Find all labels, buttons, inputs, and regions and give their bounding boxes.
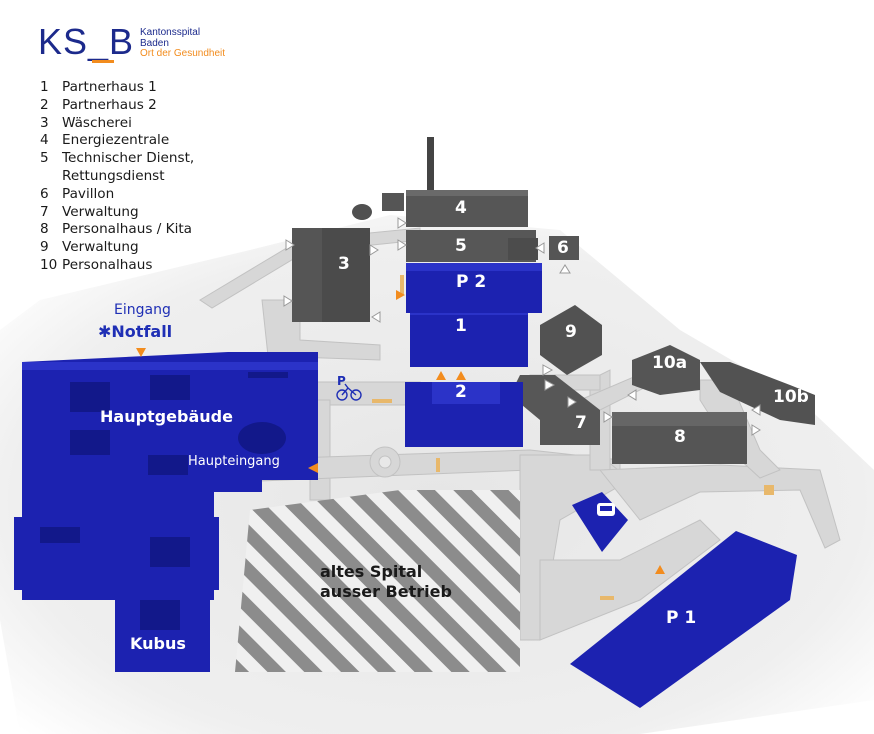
emergency-notfall-label: ✱Notfall [98, 322, 173, 341]
building-10b [700, 362, 815, 425]
building-4-label: 4 [455, 198, 467, 218]
small-building-left [382, 193, 404, 211]
bike-icon [336, 383, 362, 401]
grey-buildings [292, 137, 815, 464]
parking-p2-label: P 2 [456, 272, 487, 292]
crosswalks [372, 275, 774, 600]
building-6-label: 6 [557, 238, 569, 258]
building-5-label: 5 [455, 236, 467, 256]
logo-text: Kantonsspital Baden Ort der Gesundheit [140, 27, 226, 60]
blue-buildings [14, 263, 797, 708]
logo-tagline: Ort der Gesundheit [140, 48, 226, 59]
building-2-label: 2 [455, 382, 467, 402]
logo-line1: Kantonsspital [140, 27, 201, 38]
old-hospital-area [235, 490, 520, 672]
building-1 [410, 305, 528, 367]
building-8-label: 8 [674, 427, 686, 447]
kubus-label: Kubus [130, 634, 186, 653]
logo-underline [92, 60, 114, 63]
building-3-label: 3 [338, 254, 350, 274]
parking-p2 [406, 263, 542, 313]
old-hospital-label-1: altes Spital [320, 562, 423, 581]
entrance-markers [136, 290, 665, 574]
logo-line2: Baden [140, 37, 169, 49]
silo [352, 204, 372, 220]
building-4 [406, 195, 528, 227]
kubus [115, 590, 210, 672]
roads [199, 227, 841, 641]
roundabout [369, 446, 401, 478]
building-7-label: 7 [575, 413, 587, 433]
emergency-entrance-label: Eingang [114, 302, 171, 318]
building-9 [540, 305, 602, 375]
building-10a-label: 10a [652, 353, 688, 373]
logo-abbr: KS_B [38, 21, 135, 62]
building-7 [510, 375, 600, 445]
building-6 [549, 236, 579, 260]
parking-p1-label: P 1 [666, 608, 697, 628]
legend-item: Rettungsdienst [62, 167, 165, 184]
access-markers [283, 217, 761, 436]
main-building-label: Hauptgebäude [100, 407, 233, 426]
building-10a [632, 345, 700, 395]
main-entrance-label: Haupteingang [188, 454, 280, 469]
bike-parking-label: P [337, 374, 346, 388]
building-10b-label: 10b [773, 387, 809, 407]
old-hospital-label-2: ausser Betrieb [320, 582, 452, 601]
building-1-label: 1 [455, 316, 467, 336]
parking-p1 [570, 531, 797, 708]
chimney [427, 137, 434, 197]
building-9-label: 9 [565, 322, 577, 342]
